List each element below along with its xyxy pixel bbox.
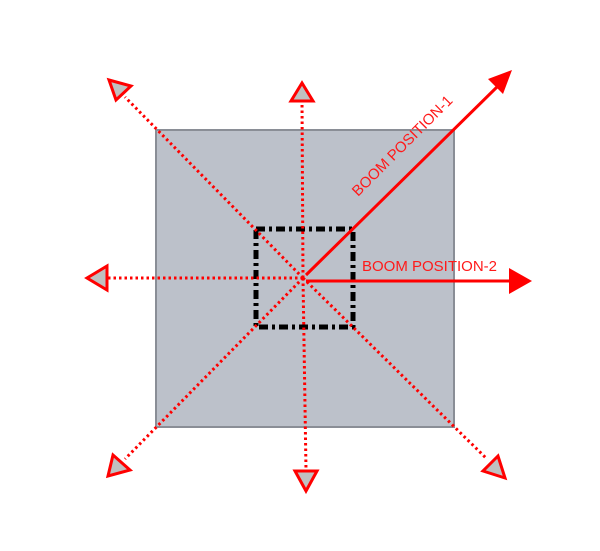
boom-position-2-arrowhead-icon (509, 268, 532, 294)
dotted-arrow-down-left (123, 276, 305, 461)
boom-position-1-arrow (304, 84, 500, 277)
boom-position-1-arrowhead-icon (488, 70, 512, 94)
dotted-arrow-up-left (123, 95, 305, 280)
arrowhead-left-icon (84, 263, 109, 293)
arrowhead-up-left-icon (106, 77, 134, 103)
dotted-arrow-down (301, 277, 308, 471)
dotted-arrow-up (300, 99, 305, 279)
arrowhead-down-right-icon (480, 453, 508, 481)
arrowhead-down-icon (292, 469, 320, 495)
arrowhead-up-icon (288, 80, 316, 103)
inner-square (253, 226, 356, 330)
boom-position-2-label: BOOM POSITION-2 (362, 258, 497, 275)
dotted-arrow-down-right (301, 276, 489, 461)
arrowhead-down-left-icon (105, 452, 134, 479)
